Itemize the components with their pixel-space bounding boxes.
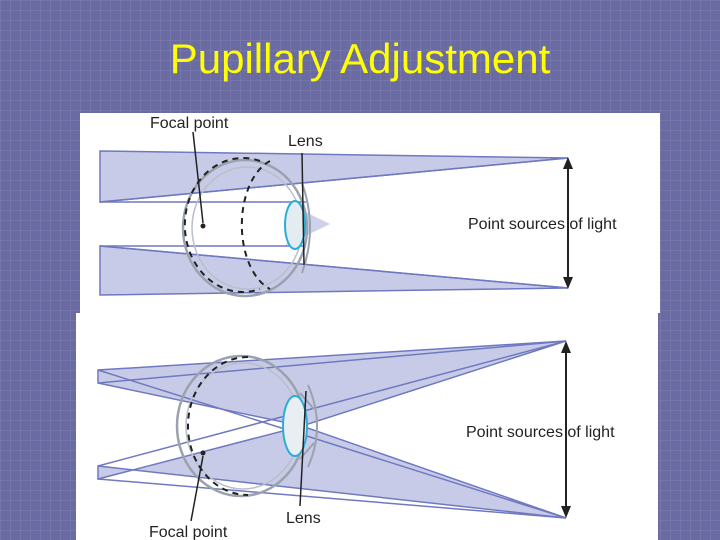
eyeball-dashed-outline-2 xyxy=(240,160,271,290)
ray xyxy=(99,245,569,289)
cornea xyxy=(307,384,318,468)
sources-arrowhead-down xyxy=(563,277,573,289)
eyeball-dashed-outline xyxy=(183,157,261,293)
lens-leader xyxy=(299,390,307,507)
focal-point-label: Focal point xyxy=(149,524,228,540)
lens-shape xyxy=(282,395,308,457)
cornea xyxy=(301,182,311,274)
lens-label: Lens xyxy=(288,133,323,150)
sources-label: Point sources of light xyxy=(468,216,617,233)
ray xyxy=(99,157,569,203)
upper-light-cone xyxy=(99,150,569,203)
focal-point-label: Focal point xyxy=(150,115,229,132)
top-diagram-panel: Focal point Lens Point sources of light xyxy=(80,113,660,313)
eyeball-outline xyxy=(181,158,309,298)
ray xyxy=(97,340,567,384)
lens-label: Lens xyxy=(286,510,321,527)
focal-point-marker xyxy=(200,450,206,456)
lens-leader xyxy=(301,152,305,266)
focal-point-leader xyxy=(190,455,204,522)
lower-light-cone xyxy=(99,245,569,296)
lens-shape xyxy=(284,200,306,250)
sources-arrowhead-down xyxy=(561,506,571,518)
sources-arrowhead-up xyxy=(561,341,571,353)
slide-title: Pupillary Adjustment xyxy=(169,35,551,82)
ray xyxy=(97,340,567,467)
bottom-diagram-panel: Lens Focal point Point sources of light xyxy=(76,313,658,540)
ray xyxy=(97,478,567,519)
sources-arrowhead-up xyxy=(563,157,573,169)
ray xyxy=(97,369,567,519)
bottom-diagram: Lens Focal point Point sources of light xyxy=(97,340,615,540)
top-diagram: Focal point Lens Point sources of light xyxy=(99,115,617,298)
sources-label: Point sources of light xyxy=(466,424,615,441)
upper-light-cone xyxy=(97,340,567,427)
eyeball-dashed-outline xyxy=(187,356,249,496)
focal-point-marker xyxy=(200,223,206,229)
focal-point-leader xyxy=(192,131,204,224)
